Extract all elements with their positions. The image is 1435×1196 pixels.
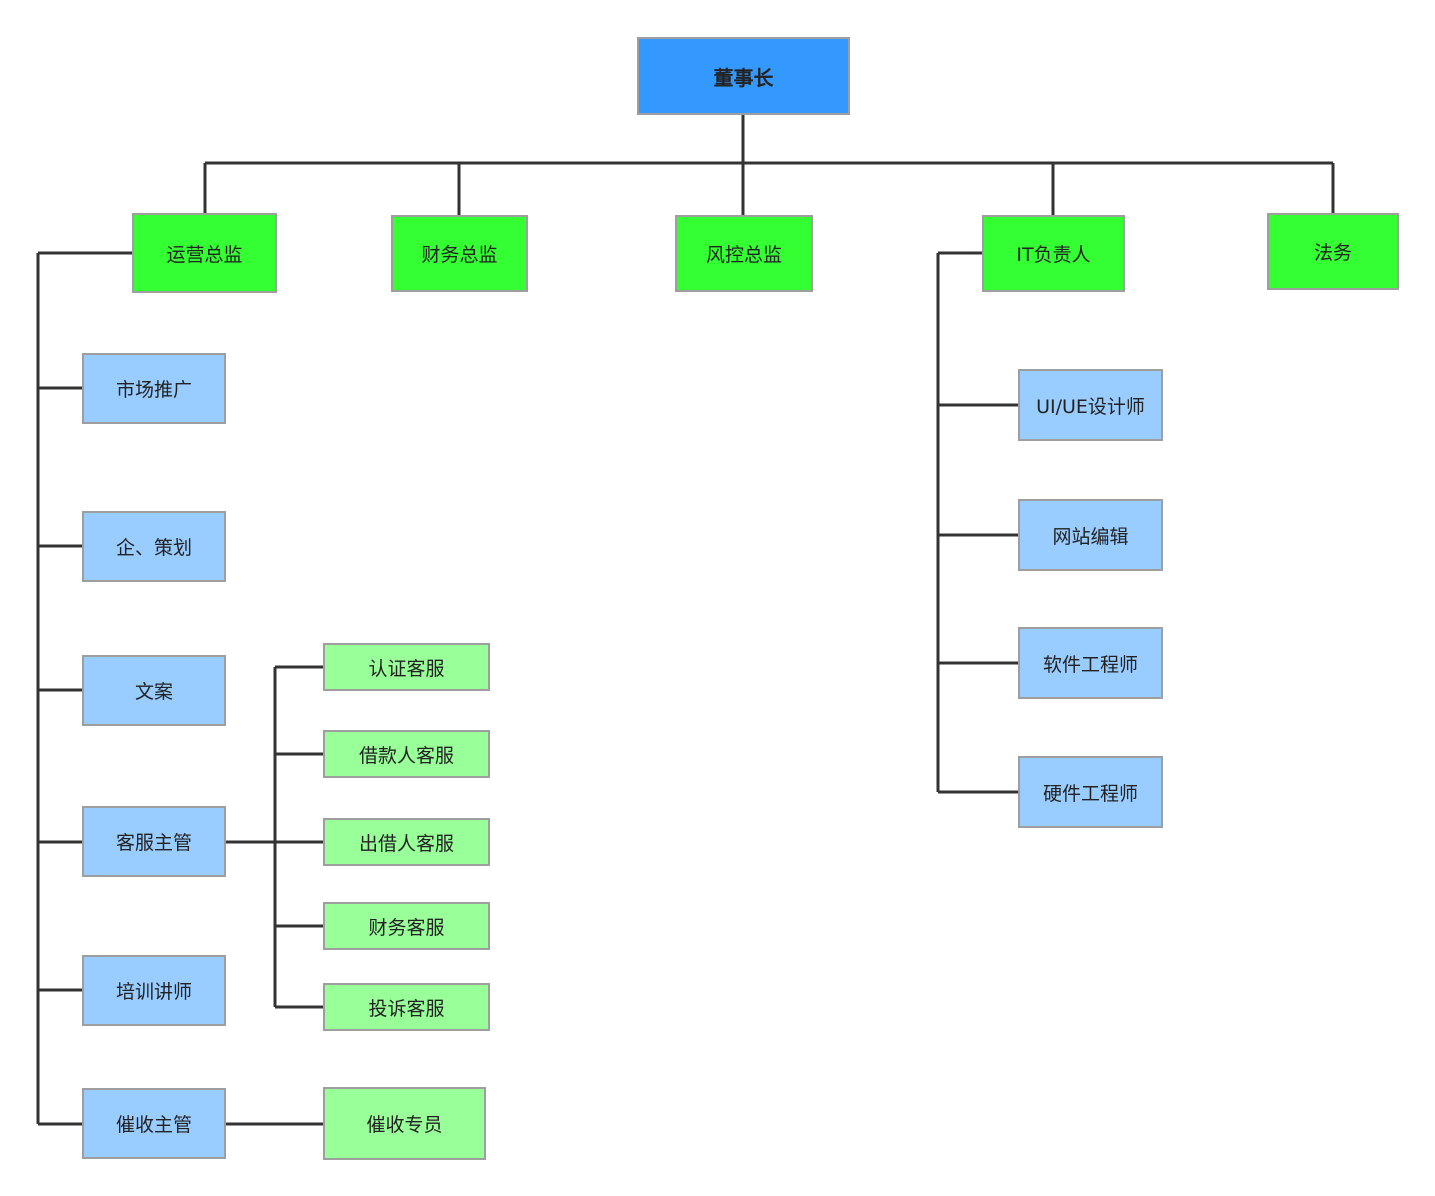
node-marketing[interactable]: 市场推广: [82, 353, 226, 424]
node-label: 法务: [1313, 242, 1352, 264]
node-label: 市场推广: [115, 379, 192, 401]
node-collection-manager[interactable]: 催收主管: [82, 1088, 226, 1159]
node-software-engineer[interactable]: 软件工程师: [1018, 627, 1163, 699]
node-cs-verification[interactable]: 认证客服: [323, 643, 490, 691]
node-risk-director[interactable]: 风控总监: [675, 215, 813, 292]
node-it-lead[interactable]: IT负责人: [982, 215, 1125, 292]
node-label: 硬件工程师: [1042, 782, 1138, 805]
node-label: 运营总监: [166, 243, 243, 266]
node-label: 培训讲师: [115, 981, 192, 1003]
node-web-editor[interactable]: 网站编辑: [1018, 499, 1163, 571]
node-cs-manager[interactable]: 客服主管: [82, 806, 226, 877]
node-ops-director[interactable]: 运营总监: [132, 213, 277, 293]
node-label: 客服主管: [115, 832, 192, 854]
node-planning[interactable]: 企、策划: [82, 511, 226, 582]
node-legal[interactable]: 法务: [1267, 213, 1399, 290]
node-label: 借款人客服: [358, 744, 454, 767]
node-label: 催收专员: [366, 1114, 443, 1136]
node-copywriting[interactable]: 文案: [82, 655, 226, 726]
node-label: 风控总监: [705, 244, 782, 266]
node-collection-specialist[interactable]: 催收专员: [323, 1087, 486, 1160]
node-cs-lender[interactable]: 出借人客服: [323, 818, 490, 866]
node-label: 企、策划: [115, 537, 192, 559]
node-label: 催收主管: [115, 1114, 192, 1136]
node-chairman[interactable]: 董事长: [637, 37, 850, 115]
node-label: 出借人客服: [358, 832, 454, 855]
node-label: IT负责人: [1016, 244, 1091, 266]
node-label: 董事长: [713, 65, 774, 90]
node-cs-complaint[interactable]: 投诉客服: [323, 983, 490, 1031]
node-finance-director[interactable]: 财务总监: [391, 215, 528, 292]
node-label: 认证客服: [368, 657, 445, 680]
node-trainer[interactable]: 培训讲师: [82, 955, 226, 1026]
node-label: 文案: [134, 681, 173, 703]
node-label: 投诉客服: [368, 997, 445, 1020]
node-label: 网站编辑: [1052, 525, 1129, 548]
node-cs-borrower[interactable]: 借款人客服: [323, 730, 490, 778]
node-label: 财务客服: [368, 916, 445, 939]
node-cs-finance[interactable]: 财务客服: [323, 902, 490, 950]
node-label: 软件工程师: [1042, 653, 1138, 676]
node-ui-designer[interactable]: UI/UE设计师: [1018, 369, 1163, 441]
node-hardware-engineer[interactable]: 硬件工程师: [1018, 756, 1163, 828]
node-label: 财务总监: [421, 244, 498, 266]
node-label: UI/UE设计师: [1036, 395, 1145, 418]
